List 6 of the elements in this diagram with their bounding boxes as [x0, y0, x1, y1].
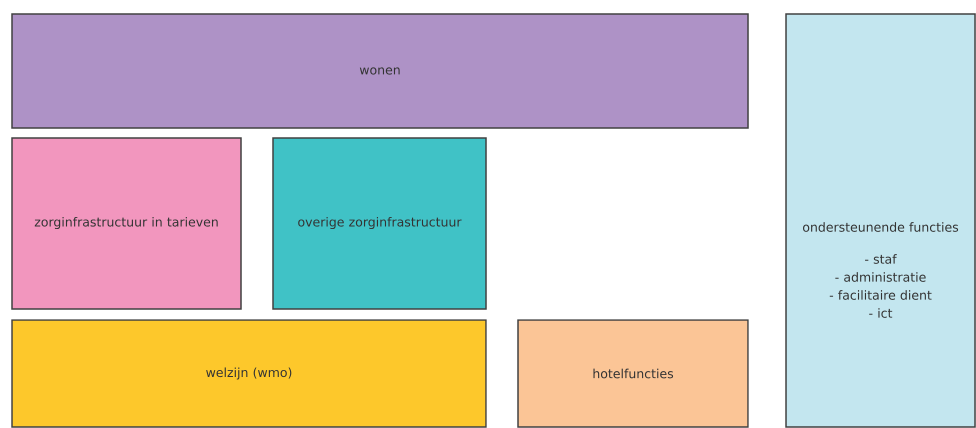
category-box: hotelfuncties	[517, 319, 749, 428]
category-box: wonen	[11, 13, 749, 129]
category-box: zorginfrastructuur in tarieven	[11, 137, 242, 310]
category-box: overige zorginfrastructuur	[272, 137, 487, 310]
category-box: welzijn (wmo)	[11, 319, 487, 428]
category-box: ondersteunende functies - staf - administratie - facilitaire dient - ict	[785, 13, 976, 428]
